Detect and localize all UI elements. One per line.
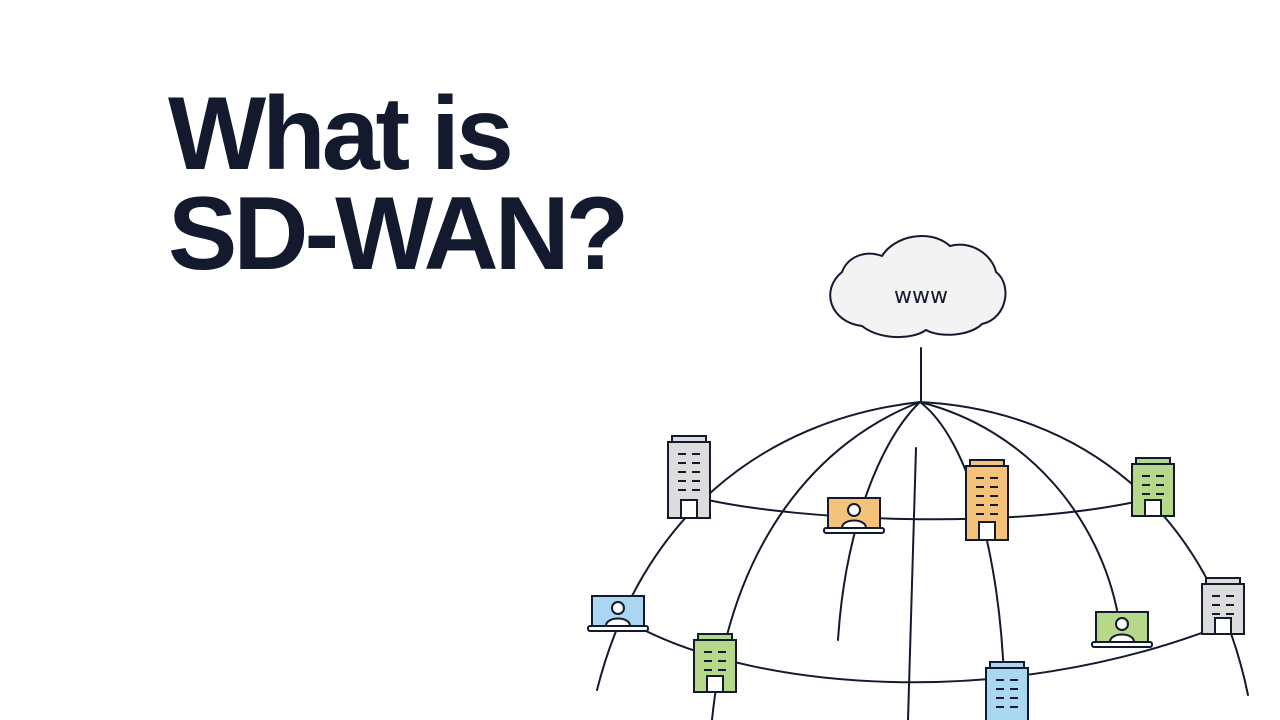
globe-meridian bbox=[919, 401, 1119, 616]
cloud-label: www bbox=[894, 284, 948, 309]
title-line-1: What is bbox=[168, 76, 514, 192]
building-icon bbox=[1201, 577, 1245, 635]
laptop-icon bbox=[823, 497, 885, 534]
building-icon bbox=[667, 435, 711, 519]
globe-latitude bbox=[707, 499, 1136, 521]
globe-meridian bbox=[907, 447, 917, 720]
globe-meridian bbox=[711, 401, 921, 720]
globe-meridian bbox=[837, 401, 921, 641]
building-icon bbox=[965, 459, 1009, 541]
building-icon bbox=[985, 661, 1029, 720]
laptop-icon bbox=[1091, 611, 1153, 648]
laptop-icon bbox=[587, 595, 649, 632]
building-icon bbox=[693, 633, 737, 693]
page-title: What is SD-WAN? bbox=[168, 76, 629, 292]
building-icon bbox=[1131, 457, 1175, 517]
title-line-2: SD-WAN? bbox=[168, 176, 629, 292]
cloud-icon: www bbox=[829, 234, 1007, 339]
cloud-shape bbox=[829, 234, 1007, 339]
